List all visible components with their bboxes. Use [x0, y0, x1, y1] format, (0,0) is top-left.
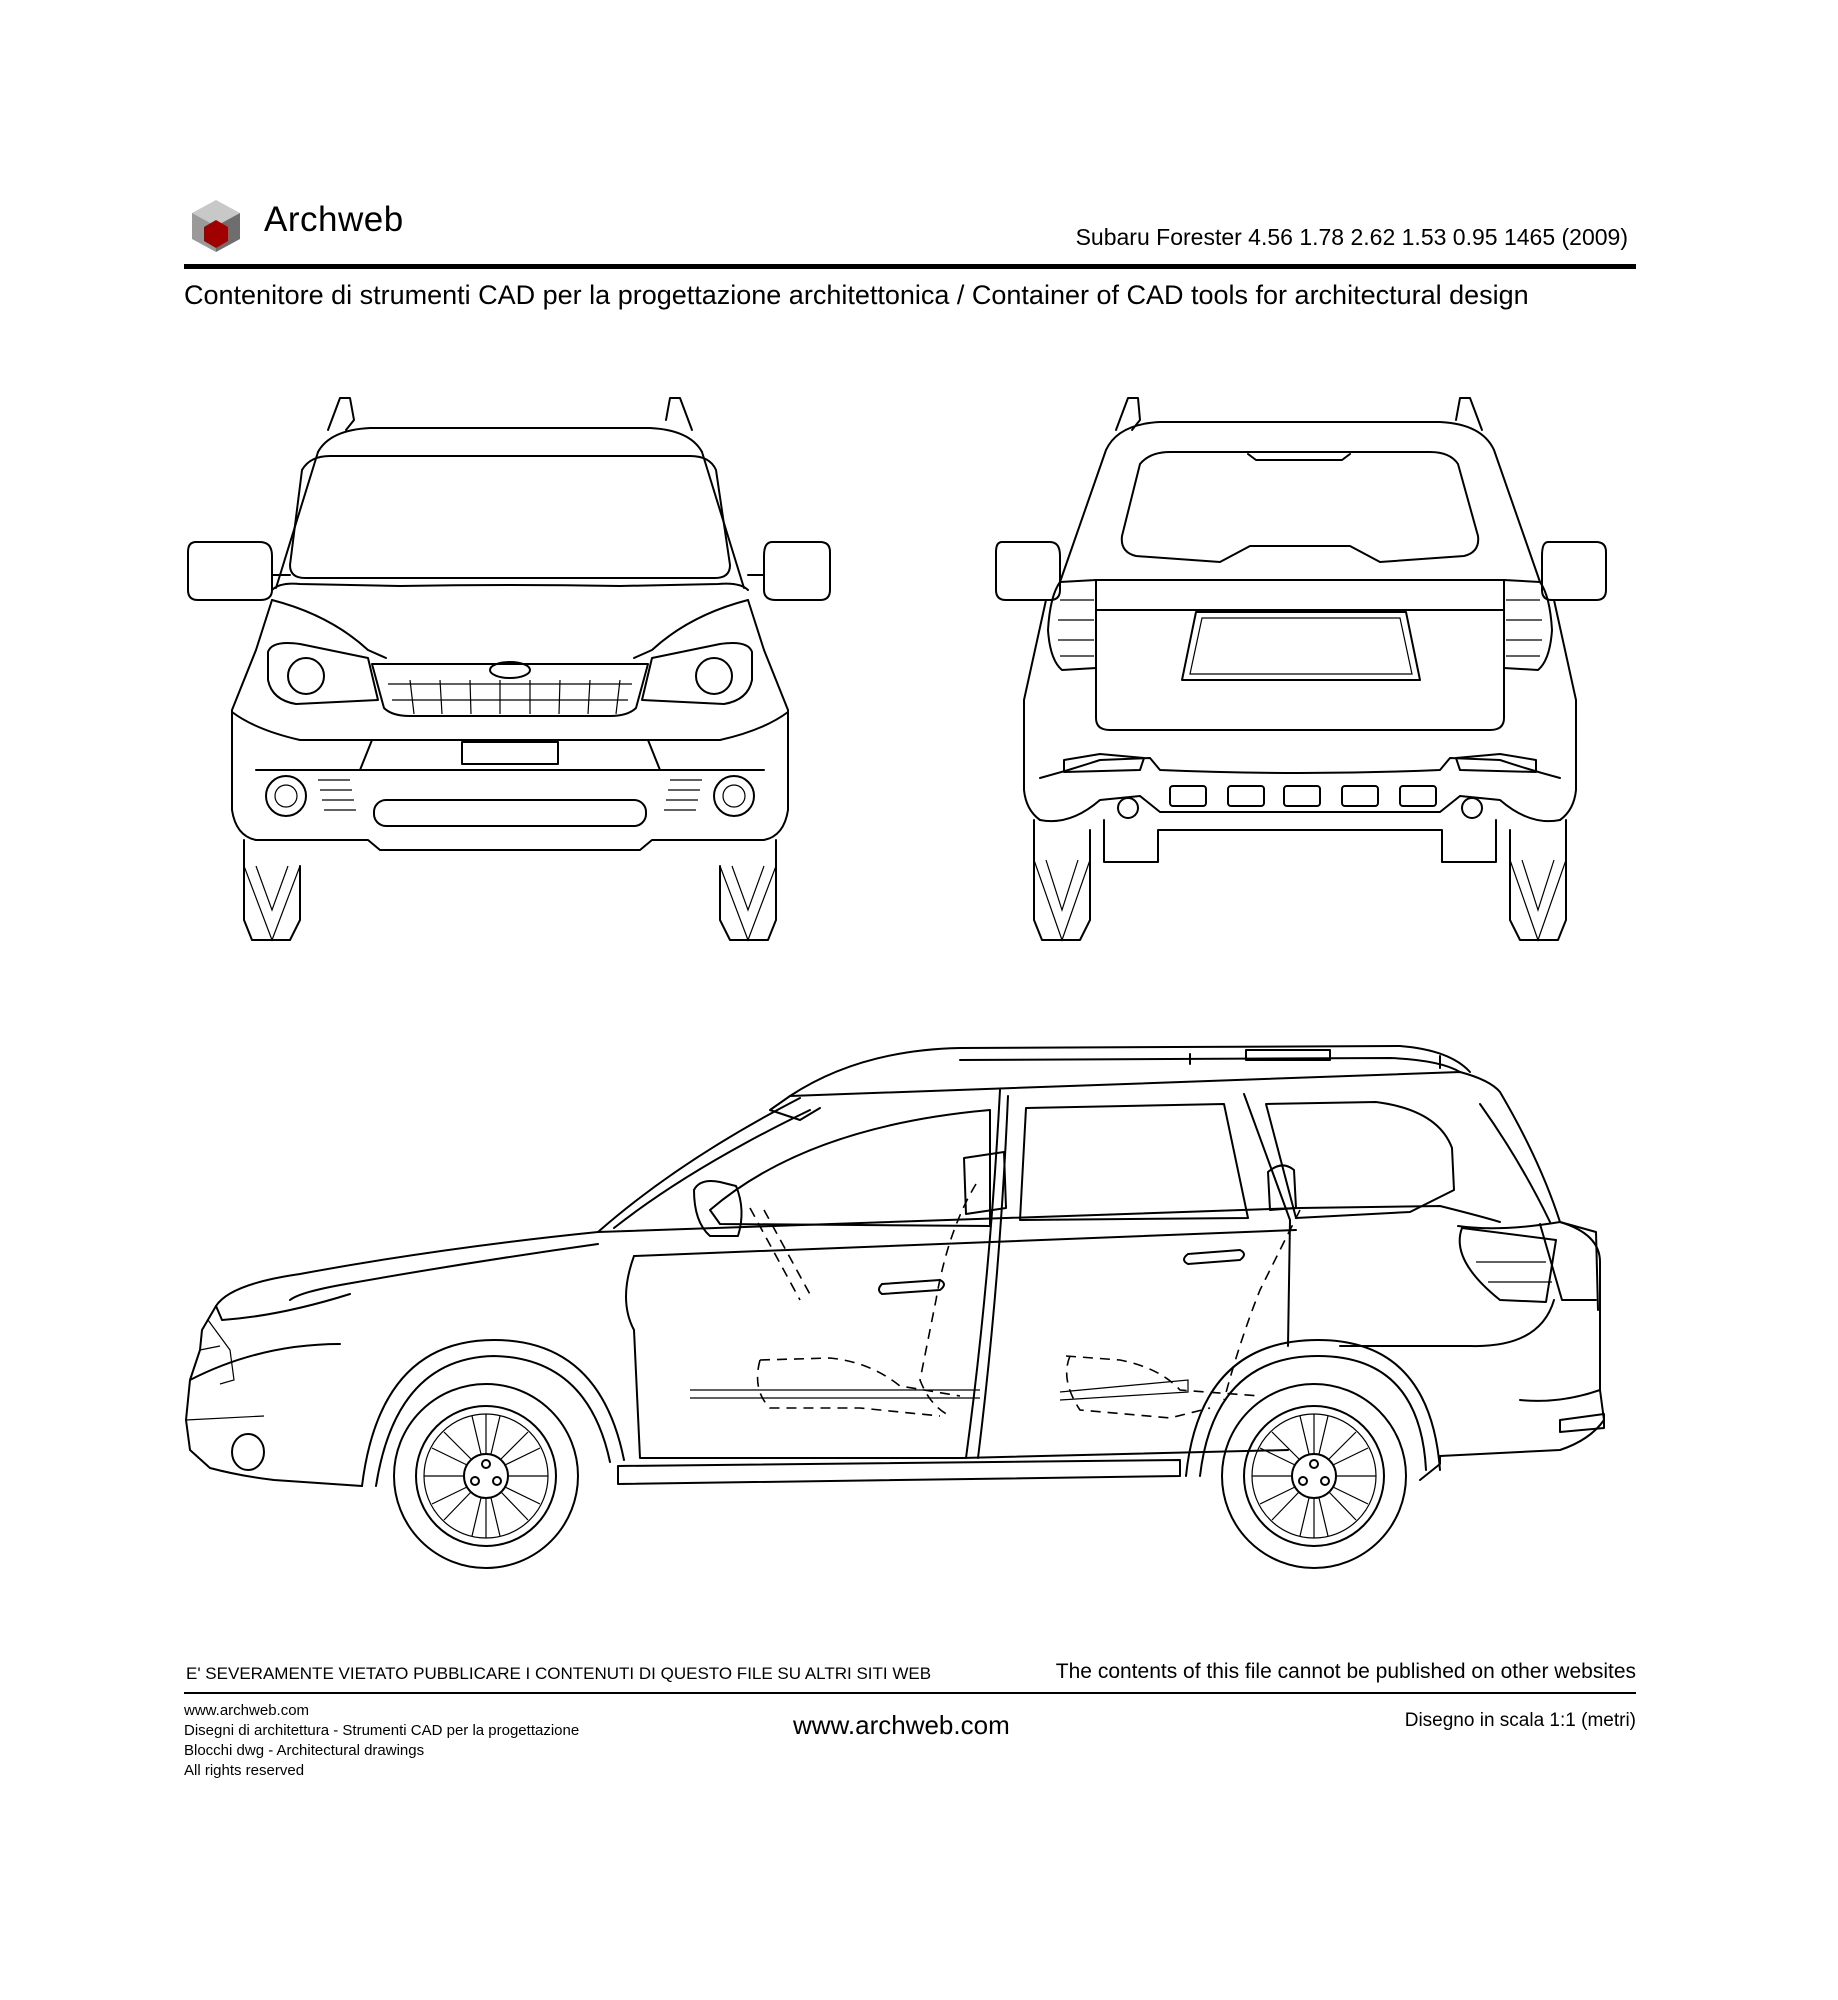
footer-site-link[interactable]: www.archweb.com	[184, 1702, 310, 1719]
brand-name: Archweb	[264, 200, 404, 239]
drawing-title: Subaru Forester 4.56 1.78 2.62 1.53 0.95…	[1075, 224, 1628, 250]
side-view	[185, 1045, 1605, 1569]
front-view	[187, 397, 831, 942]
footer-site-url[interactable]: www.archweb.com	[793, 1710, 1010, 1740]
footer-scale-note: Disegno in scala 1:1 (metri)	[1404, 1710, 1636, 1731]
front-wheel	[393, 1383, 579, 1569]
rear-view	[995, 397, 1607, 942]
footer-line-rights: All rights reserved	[184, 1762, 305, 1779]
footer-line-blocks: Blocchi dwg - Architectural drawings	[184, 1742, 425, 1759]
footer-rule	[184, 1692, 1636, 1694]
footer-warning-italian: E' SEVERAMENTE VIETATO PUBBLICARE I CONT…	[186, 1664, 932, 1683]
archweb-logo-icon	[192, 200, 240, 252]
footer-warning-english: The contents of this file cannot be publ…	[1055, 1660, 1636, 1683]
header-rule	[184, 264, 1636, 269]
header-subtitle: Contenitore di strumenti CAD per la prog…	[184, 280, 1529, 310]
rear-wheel	[1221, 1383, 1407, 1569]
footer-line-drawings: Disegni di architettura - Strumenti CAD …	[184, 1722, 580, 1739]
